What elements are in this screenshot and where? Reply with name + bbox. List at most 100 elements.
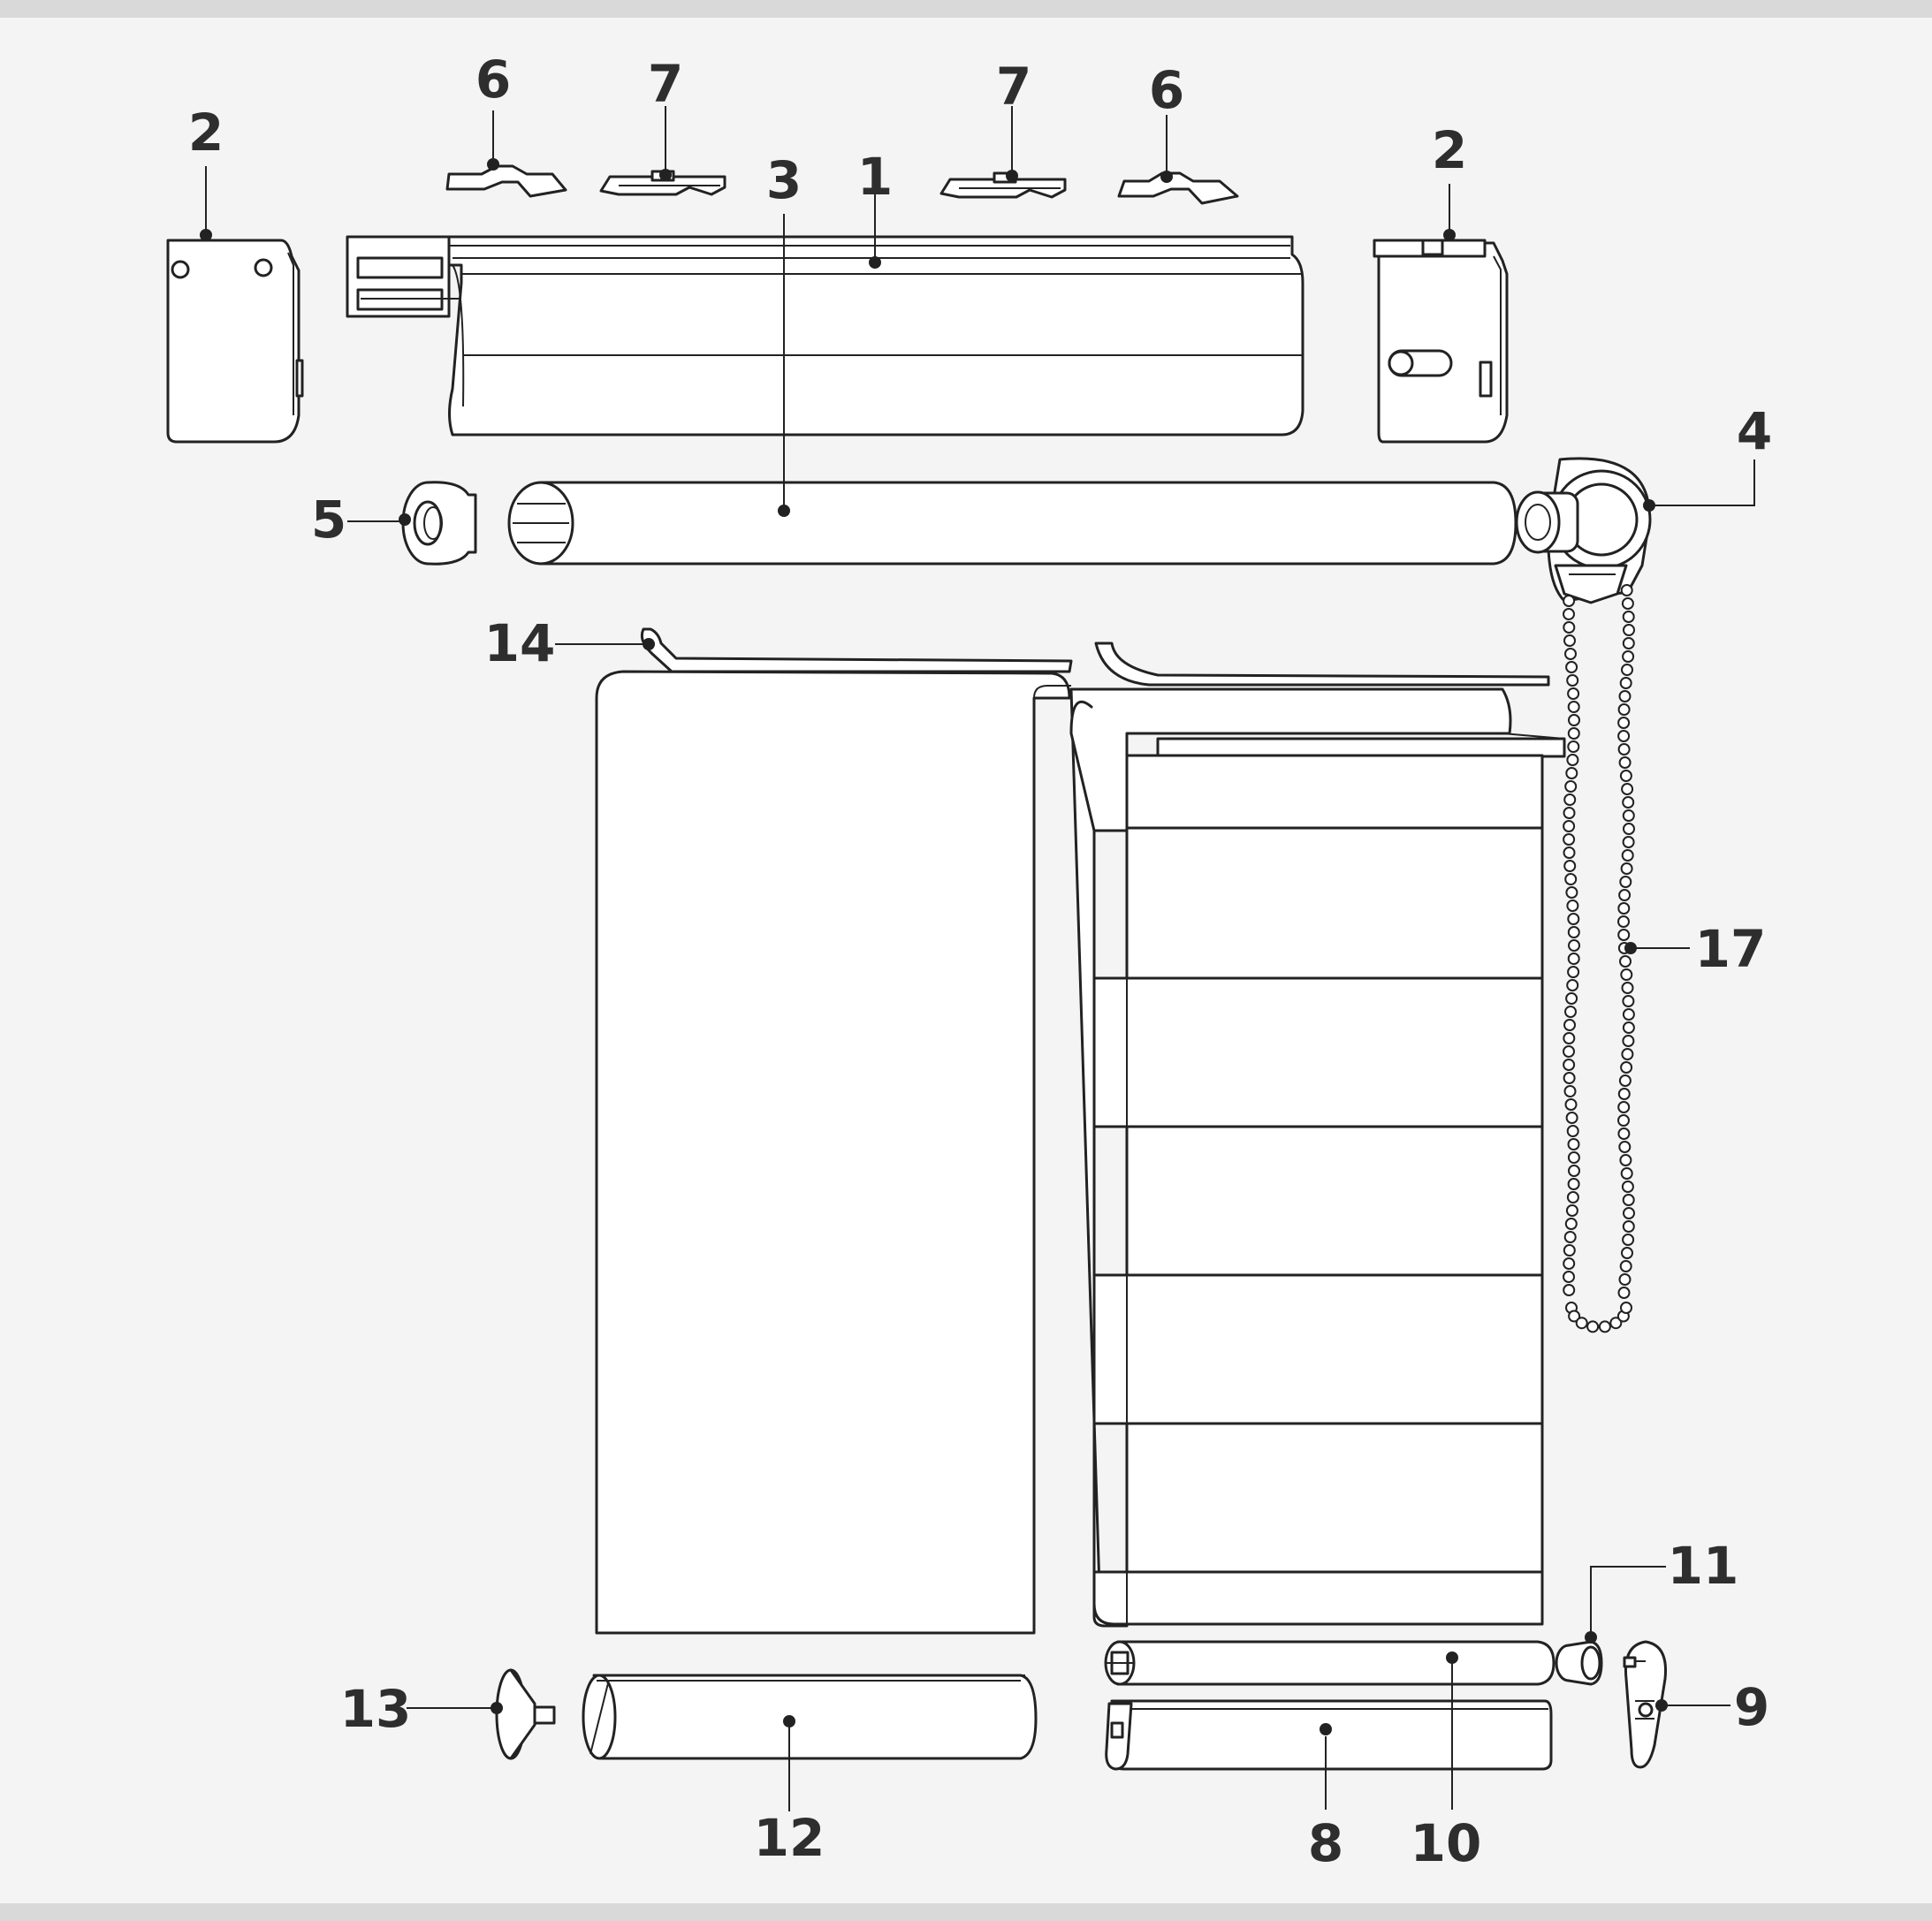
chain-bead	[1563, 608, 1575, 620]
chain-bead	[1567, 1151, 1580, 1164]
chain-bead	[1563, 1019, 1576, 1031]
callout-3: 3	[766, 150, 802, 210]
chain-bead	[1567, 740, 1580, 753]
callout-13: 13	[340, 1679, 412, 1739]
callout-4: 4	[1737, 401, 1772, 461]
chain-bead	[1567, 687, 1580, 700]
chain-bead	[1567, 913, 1580, 925]
callout-10: 10	[1411, 1813, 1482, 1873]
chain-bead	[1620, 584, 1633, 596]
chain-bead	[1564, 648, 1577, 660]
chain-bead	[1617, 717, 1631, 729]
chain-bead	[1622, 650, 1635, 663]
chain-bead	[1566, 674, 1579, 687]
chain-bead	[1621, 664, 1633, 676]
callout-2-left: 2	[188, 103, 224, 163]
roller-fabric-panel	[595, 670, 1071, 1635]
chain-bead	[1565, 661, 1578, 673]
chain-bead	[1566, 979, 1579, 991]
chain-bead	[1563, 820, 1576, 832]
chain-bead	[1617, 730, 1631, 742]
chain-bead	[1586, 1320, 1600, 1333]
bottom-tube	[1104, 1640, 1555, 1686]
chain-bead	[1622, 809, 1635, 822]
callout-7-left: 7	[648, 54, 683, 114]
chain-bead	[1617, 929, 1631, 941]
clip-6-left	[445, 164, 567, 198]
chain-bead	[1617, 1101, 1631, 1113]
callout-2-right: 2	[1432, 120, 1467, 180]
chain-bead	[1563, 1032, 1576, 1044]
top-frame-bar	[0, 0, 1932, 18]
chain-bead	[1563, 833, 1576, 846]
chain-bead	[1563, 634, 1576, 647]
chain-bead	[1565, 886, 1578, 899]
end-cap-left	[166, 239, 304, 444]
chain-bead	[1609, 1317, 1623, 1330]
chain-bead	[1619, 770, 1632, 782]
chain-bead	[1622, 1194, 1635, 1206]
chain-bead	[1563, 1072, 1576, 1084]
chain-bead	[1620, 862, 1633, 875]
weight-bar	[582, 1674, 1038, 1760]
chain-bead	[1563, 1271, 1575, 1283]
chain-bead	[1622, 637, 1635, 649]
chain-bead	[1565, 992, 1578, 1005]
chain-bead	[1622, 1035, 1635, 1047]
chain-bead	[1618, 1141, 1632, 1153]
bead-chain	[1563, 584, 1635, 1333]
chain-control-unit	[1515, 457, 1652, 604]
chain-bead	[1567, 1138, 1580, 1150]
callout-1: 1	[857, 147, 893, 207]
chain-bead	[1564, 1218, 1578, 1230]
chain-bead	[1566, 754, 1579, 766]
chain-bead	[1568, 714, 1580, 726]
zebra-fabric-panel	[1069, 687, 1566, 1628]
callout-5: 5	[311, 490, 346, 550]
roller-tube	[507, 481, 1517, 566]
bottom-bar	[1105, 1699, 1553, 1771]
chain-bead	[1617, 703, 1631, 716]
chain-bead	[1563, 847, 1576, 859]
chain-bead	[1563, 1257, 1576, 1270]
chain-bead	[1567, 727, 1580, 740]
chain-bead	[1567, 701, 1580, 713]
chain-bead	[1622, 995, 1635, 1007]
chain-bead	[1563, 1059, 1576, 1071]
chain-bead	[1564, 1098, 1578, 1111]
chain-bead	[1617, 902, 1631, 915]
chain-bead	[1566, 900, 1579, 912]
chain-bead	[1621, 1181, 1634, 1193]
chain-bead	[1623, 624, 1635, 636]
weight-bar-end-cap	[495, 1668, 556, 1760]
chain-bead	[1564, 780, 1578, 793]
chain-bead	[1619, 876, 1632, 888]
chain-bead	[1619, 677, 1632, 689]
chain-bead	[1623, 823, 1635, 835]
chain-bead	[1622, 796, 1635, 809]
leader-lines	[200, 106, 1755, 1811]
chain-bead	[1619, 955, 1632, 968]
chain-bead	[1617, 1114, 1630, 1127]
chain-bead	[1618, 1273, 1632, 1286]
callout-6-left: 6	[475, 49, 511, 110]
callout-17: 17	[1695, 919, 1767, 979]
chain-bead	[1568, 1310, 1581, 1323]
chain-bead	[1619, 1260, 1632, 1272]
callout-12: 12	[754, 1808, 825, 1868]
chain-bead	[1620, 968, 1633, 981]
chain-bead	[1564, 1006, 1577, 1018]
chain-bead	[1563, 793, 1577, 806]
chain-bead	[1618, 889, 1632, 901]
chain-bead	[1568, 1165, 1580, 1177]
chain-bead	[1567, 1178, 1580, 1190]
idler-plug	[401, 481, 477, 566]
end-cap-right	[1373, 239, 1509, 444]
chain-bead	[1618, 690, 1632, 702]
chain-bead	[1563, 595, 1576, 607]
chain-bead	[1563, 1284, 1576, 1296]
chain-bead	[1567, 926, 1580, 938]
chain-bead	[1622, 1220, 1635, 1233]
chain-bead	[1563, 1244, 1576, 1257]
